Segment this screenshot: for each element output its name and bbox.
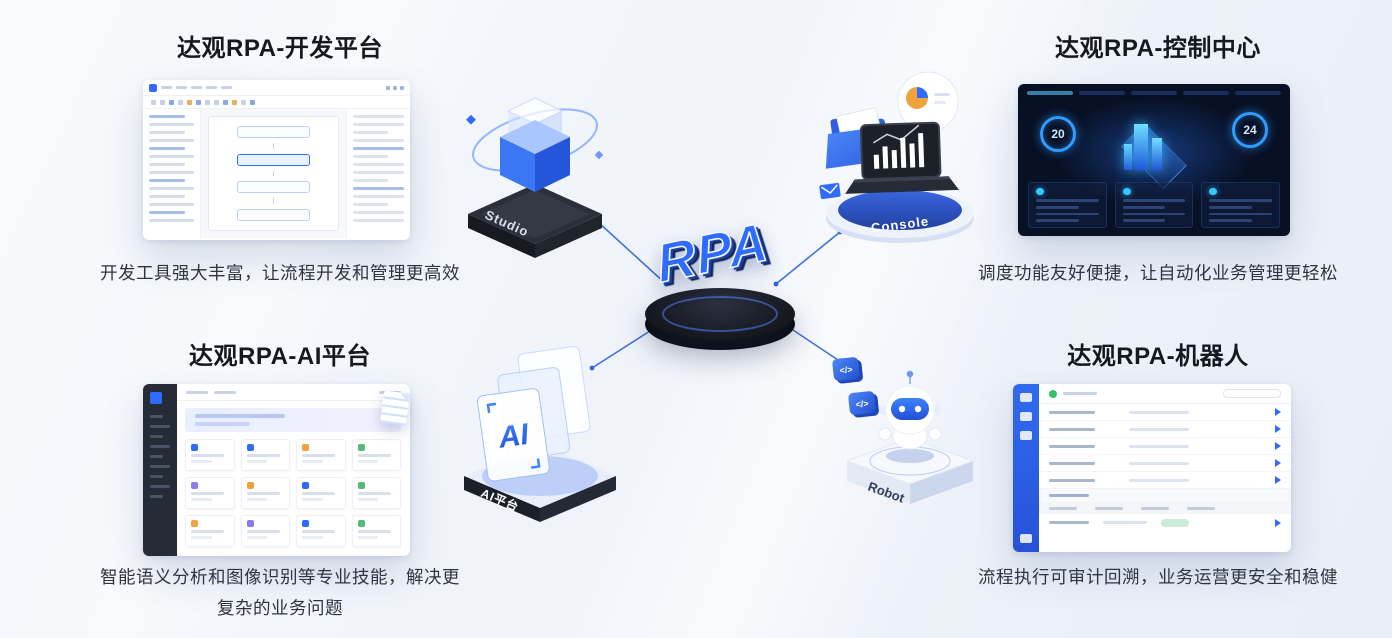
ai-card-grid xyxy=(185,439,401,547)
building-tower xyxy=(1134,124,1148,170)
ai-platform-icon: AI AI平台 xyxy=(464,346,616,522)
robot-list-row xyxy=(1039,438,1291,455)
table-row xyxy=(1039,514,1291,531)
app-card xyxy=(296,515,346,547)
building-tower xyxy=(1152,138,1162,170)
run-icon xyxy=(1275,408,1281,416)
robot-screenshot xyxy=(1013,384,1291,552)
robot-list-row xyxy=(1039,472,1291,489)
flow-link xyxy=(273,170,274,177)
control-center-screenshot: 20 24 xyxy=(1018,84,1290,236)
code-chip-glyph: </> xyxy=(839,364,853,375)
app-logo-icon xyxy=(150,392,162,404)
run-icon xyxy=(1275,425,1281,433)
menu-bar xyxy=(161,86,232,89)
ai-platform-caption: 智能语义分析和图像识别等专业技能，解决更 复杂的业务问题 xyxy=(100,567,460,618)
ai-platform-screenshot xyxy=(143,384,410,556)
sidebar xyxy=(1013,384,1039,552)
rpa-logo-text: RPA xyxy=(652,211,772,296)
avatar xyxy=(1122,188,1131,196)
rpa-center-node: RPA xyxy=(640,211,800,352)
ai-panel-glyph: AI xyxy=(495,418,531,455)
run-icon xyxy=(1275,442,1281,450)
app-header xyxy=(177,384,410,401)
run-icon xyxy=(1275,459,1281,467)
app-card xyxy=(185,515,235,547)
dev-platform-title: 达观RPA-开发平台 xyxy=(177,35,383,62)
robot-list-row xyxy=(1039,421,1291,438)
avatar xyxy=(1209,188,1218,196)
flow-node-selected xyxy=(237,153,310,166)
dashboard-building-graphic xyxy=(1106,106,1202,189)
robot-caption: 流程执行可审计回溯，业务运营更安全和稳健 xyxy=(978,567,1338,587)
flow-link xyxy=(273,142,274,149)
flow-node xyxy=(237,181,310,194)
breadcrumb-bar xyxy=(186,390,208,394)
app-card xyxy=(296,477,346,509)
gauge-left: 20 xyxy=(1040,116,1076,152)
ai-platform-title: 达观RPA-AI平台 xyxy=(189,343,371,370)
flow-node xyxy=(237,209,310,221)
robot-list-row xyxy=(1039,455,1291,472)
app-card xyxy=(185,477,235,509)
section-header xyxy=(1039,489,1291,502)
gauge-left-value: 20 xyxy=(1051,127,1065,141)
document-icon xyxy=(379,390,411,426)
app-card xyxy=(296,439,346,471)
window-body xyxy=(1039,384,1291,552)
stat-column xyxy=(1201,182,1281,228)
dashboard-stat-columns xyxy=(1028,182,1281,228)
breadcrumb-bar xyxy=(214,390,236,394)
control-center-title: 达观RPA-控制中心 xyxy=(1055,35,1261,62)
dashboard-header xyxy=(1027,91,1281,96)
toolbar xyxy=(143,96,410,109)
dev-platform-caption: 开发工具强大丰富，让流程开发和管理更高效 xyxy=(100,263,460,283)
control-center-caption: 调度功能友好便捷，让自动化业务管理更轻松 xyxy=(978,263,1338,283)
flow-node xyxy=(237,126,310,138)
app-card xyxy=(240,515,290,547)
app-logo-icon xyxy=(149,83,157,92)
building-tower xyxy=(1124,144,1132,170)
activity-tree-panel xyxy=(143,109,201,238)
gauge-right-value: 24 xyxy=(1243,123,1257,137)
robot-icon: </> </> Robot xyxy=(832,357,975,506)
run-icon xyxy=(1275,518,1281,527)
app-card xyxy=(185,439,235,471)
console-icon: Console xyxy=(819,71,974,243)
dev-platform-screenshot xyxy=(143,80,410,240)
flow-link xyxy=(273,198,274,205)
status-badge xyxy=(1161,518,1189,527)
app-card xyxy=(240,439,290,471)
app-card xyxy=(351,515,401,547)
banner xyxy=(185,408,401,432)
sidebar xyxy=(143,384,177,556)
flow-canvas xyxy=(201,109,346,238)
flow-designer-card xyxy=(208,116,339,231)
window-body xyxy=(143,109,410,238)
code-chip-glyph: </> xyxy=(855,398,869,409)
robot-app-list xyxy=(1039,404,1291,489)
studio-icon: Studio xyxy=(466,97,604,258)
console-label: Console xyxy=(870,213,930,235)
properties-panel xyxy=(346,109,410,238)
search-input xyxy=(1223,389,1281,398)
table-header xyxy=(1039,502,1291,514)
avatar xyxy=(1036,188,1044,196)
gauge-right: 24 xyxy=(1232,112,1268,148)
robot-title: 达观RPA-机器人 xyxy=(1067,343,1249,370)
window-titlebar xyxy=(143,80,410,96)
rpa-glow-ring xyxy=(662,296,778,332)
stat-column xyxy=(1028,182,1107,228)
app-card xyxy=(351,477,401,509)
run-icon xyxy=(1275,476,1281,484)
stat-column xyxy=(1114,182,1194,228)
app-header xyxy=(1039,384,1291,404)
app-title-bar xyxy=(1063,392,1097,395)
robot-list-row xyxy=(1039,404,1291,421)
app-card xyxy=(240,477,290,509)
app-logo-icon xyxy=(1049,389,1057,398)
app-card xyxy=(351,439,401,471)
window-controls xyxy=(386,85,404,90)
